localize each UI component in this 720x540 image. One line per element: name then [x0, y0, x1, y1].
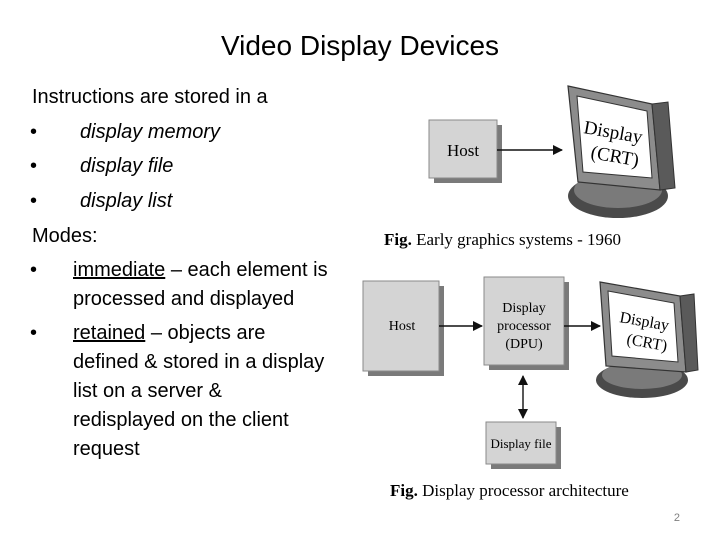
mode-description-line: processed and displayed	[73, 288, 295, 310]
figure-caption: Fig. Early graphics systems - 1960	[384, 230, 621, 250]
mode-description-line: defined & stored in a display	[73, 351, 325, 373]
mode-description-line: list on a server &	[73, 380, 222, 402]
display-processor-diagram: Host Display processor (DPU) Display (CR…	[362, 276, 699, 469]
caption-text: Display processor architecture	[417, 481, 629, 500]
dpu-label: processor	[497, 319, 551, 334]
mode-retained: retained – objects are	[73, 322, 265, 344]
figure-caption: Fig. Display processor architecture	[390, 481, 629, 501]
caption-label: Fig.	[390, 481, 418, 500]
host-box: Host	[428, 119, 502, 183]
file-label: Display file	[490, 436, 551, 451]
bullet-dot: •	[30, 259, 38, 281]
mode-description: – objects are	[145, 322, 266, 344]
early-graphics-diagram: Host Display (CRT)	[428, 85, 676, 218]
mode-description-line: request	[73, 438, 140, 460]
storage-item-display-list: display list	[80, 190, 173, 212]
crt-monitor-icon: Display (CRT)	[567, 85, 676, 218]
bullet-dot: •	[30, 322, 38, 344]
intro-text: Instructions are stored in a	[32, 86, 268, 108]
dpu-label: (DPU)	[505, 337, 543, 352]
bullet-dot: •	[30, 190, 38, 212]
display-file-box: Display file	[485, 421, 561, 469]
host-box: Host	[362, 280, 444, 376]
bullet-dot: •	[30, 155, 38, 177]
mode-term: immediate	[73, 259, 166, 281]
host-label: Host	[389, 319, 416, 334]
dpu-label: Display	[502, 301, 546, 316]
mode-term: retained	[73, 322, 146, 344]
mode-description-line: redisplayed on the client	[73, 409, 289, 431]
storage-item-display-memory: display memory	[80, 121, 221, 143]
bullet-dot: •	[30, 121, 38, 143]
storage-item-display-file: display file	[80, 155, 174, 177]
mode-description: – each element is	[165, 259, 328, 281]
display-processor-box: Display processor (DPU)	[483, 276, 569, 370]
caption-label: Fig.	[384, 230, 412, 249]
page-number: 2	[673, 512, 680, 524]
slide-title: Video Display Devices	[220, 30, 500, 61]
modes-heading: Modes:	[32, 225, 98, 247]
mode-immediate: immediate – each element is	[73, 259, 328, 281]
host-label: Host	[447, 141, 479, 160]
crt-monitor-icon: Display (CRT)	[596, 281, 699, 398]
monitor-label: (CRT)	[625, 331, 668, 355]
caption-text: Early graphics systems - 1960	[411, 230, 622, 249]
